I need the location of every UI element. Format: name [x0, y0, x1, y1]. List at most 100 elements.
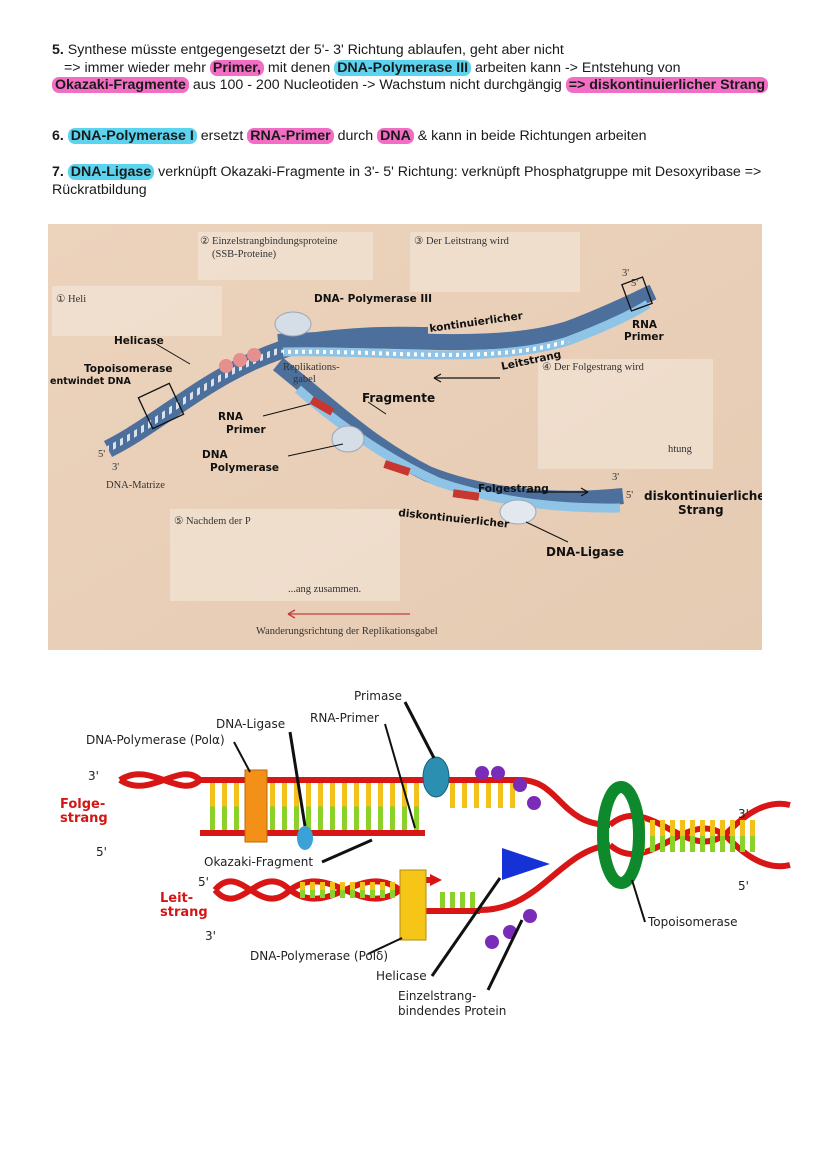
hand-strang: Strang: [678, 503, 724, 517]
base-pair-rung: [222, 806, 227, 830]
base-pair-rung: [270, 783, 275, 807]
base-pair-rung: [720, 836, 725, 852]
printed-5-bottom: 5': [626, 490, 633, 501]
arrow-leitstrang-head: [433, 373, 442, 383]
label-topoisomerase: Topoisomerase: [647, 915, 738, 929]
base-pair-rung: [330, 783, 335, 807]
base-pair-rung: [366, 806, 371, 830]
base-pair-rung: [378, 806, 383, 830]
base-pair-rung: [710, 820, 715, 836]
lagging-strand-new: [295, 385, 621, 513]
ssb-4: [527, 796, 541, 810]
paragraph-5: 5. Synthese müsste entgegengesetzt der 5…: [52, 42, 782, 95]
base-pair-rung: [306, 806, 311, 830]
printed-3-right: 3': [622, 268, 629, 279]
box-topoisomerase: [137, 382, 185, 430]
base-pair-rung: [300, 882, 305, 890]
base-pair-rung: [380, 890, 385, 898]
base-pair-rung: [390, 806, 395, 830]
base-pair-rung: [342, 783, 347, 807]
label-folge-2: strang: [60, 811, 108, 826]
base-pair-rung: [710, 836, 715, 852]
text-box-ssb: [198, 232, 373, 280]
base-pair-rung: [650, 836, 655, 852]
p6-text-2: durch: [333, 128, 378, 144]
base-pair-rung: [450, 900, 455, 908]
label-3-leit: 3': [205, 929, 216, 943]
base-pair-rung: [462, 795, 467, 808]
printed-folgestrang: ④ Der Folgestrang wird: [542, 361, 645, 373]
base-pair-rung: [234, 783, 239, 807]
base-pair-rung: [370, 882, 375, 890]
base-pair-rung: [330, 890, 335, 898]
hand-folgestrang: Folgestrang: [478, 483, 549, 495]
line-rna-primer: [262, 403, 311, 417]
base-pair-rung: [510, 783, 515, 796]
label-folge-1: Folge-: [60, 797, 105, 812]
printed-5-left: 5': [98, 449, 105, 460]
base-pair-rung: [474, 795, 479, 808]
label-okazaki: Okazaki-Fragment: [204, 855, 313, 869]
base-pair-rung: [222, 783, 227, 807]
p5-text-2: => immer wieder mehr: [64, 59, 210, 76]
box-rna-primer: [621, 276, 653, 312]
base-pair-rung: [350, 890, 355, 898]
printed-zusammen: ...ang zusammen.: [288, 584, 361, 595]
base-pair-rung: [670, 836, 675, 852]
base-pair-rung: [470, 892, 475, 900]
printed-3-bottom: 3': [612, 472, 619, 483]
topoisomerase-ring: [597, 781, 645, 889]
base-pair-rung: [310, 890, 315, 898]
hand-dna: DNA: [202, 449, 229, 461]
label-leit-2: strang: [160, 905, 208, 920]
p7-text-1: verknüpft Okazaki-Fragmente in 3'- 5' Ri…: [52, 164, 762, 198]
primase-protein: [422, 756, 450, 798]
base-pair-rung: [342, 806, 347, 830]
base-pair-rung: [720, 820, 725, 836]
printed-gabel-1: Replikations-: [283, 362, 340, 373]
pointer-topo: [631, 879, 646, 923]
hand-fragmente: Fragmente: [362, 391, 435, 405]
p5-text-3: mit denen: [263, 59, 335, 76]
highlight-primer: Primer,: [209, 59, 264, 76]
pointer-helicase: [430, 877, 502, 977]
printed-ssb: ② Einzelstrangbindungsproteine: [200, 235, 338, 247]
base-pair-rung: [294, 783, 299, 807]
base-pair-rung: [390, 890, 395, 898]
polymerase-blob-top: [274, 311, 312, 337]
printed-nachdem: ⑤ Nachdem der P: [174, 515, 251, 527]
ssb-5: [485, 935, 499, 949]
ssb-1: [475, 766, 489, 780]
helicase-protein: [502, 848, 550, 880]
printed-leitstrang: ③ Der Leitstrang wird: [414, 235, 510, 247]
p6-text-3: & kann in beide Richtungen arbeiten: [413, 128, 647, 144]
highlight-rna-primer: RNA-Primer: [247, 128, 334, 144]
base-pair-rung: [318, 806, 323, 830]
paragraph-7: 7. DNA-Ligase verknüpft Okazaki-Fragment…: [52, 164, 782, 199]
base-pair-rung: [234, 806, 239, 830]
dna-ligase-protein: [297, 826, 313, 850]
base-pair-rung: [450, 892, 455, 900]
printed-richtung: Wanderungsrichtung der Replikationsgabel: [256, 626, 438, 637]
rna-primer-segment-3: [452, 489, 480, 501]
rna-primer-segment-1: [309, 396, 335, 416]
label-ssb-2: bindendes Protein: [398, 1004, 506, 1018]
folge-helix-end-2: [118, 771, 203, 789]
label-5-right: 5': [738, 879, 749, 893]
base-pair-rung: [366, 783, 371, 807]
base-pair-rung: [390, 783, 395, 807]
base-pair-rung: [470, 900, 475, 908]
base-pair-rung: [730, 836, 735, 852]
label-pol-delta: DNA-Polymerase (Polδ): [250, 949, 388, 963]
base-pair-rung: [680, 836, 685, 852]
figure-replication-schematic: Primase DNA-Ligase RNA-Primer DNA-Polyme…: [60, 689, 791, 1018]
base-pair-rung: [740, 836, 745, 852]
ssb-2: [491, 766, 505, 780]
base-pair-rung: [730, 820, 735, 836]
ssb-protein-2: [233, 353, 247, 367]
base-pair-rung: [270, 806, 275, 830]
base-pair-rung: [282, 806, 287, 830]
pointer-pol-delta: [367, 937, 403, 955]
base-pair-rung: [750, 820, 755, 836]
